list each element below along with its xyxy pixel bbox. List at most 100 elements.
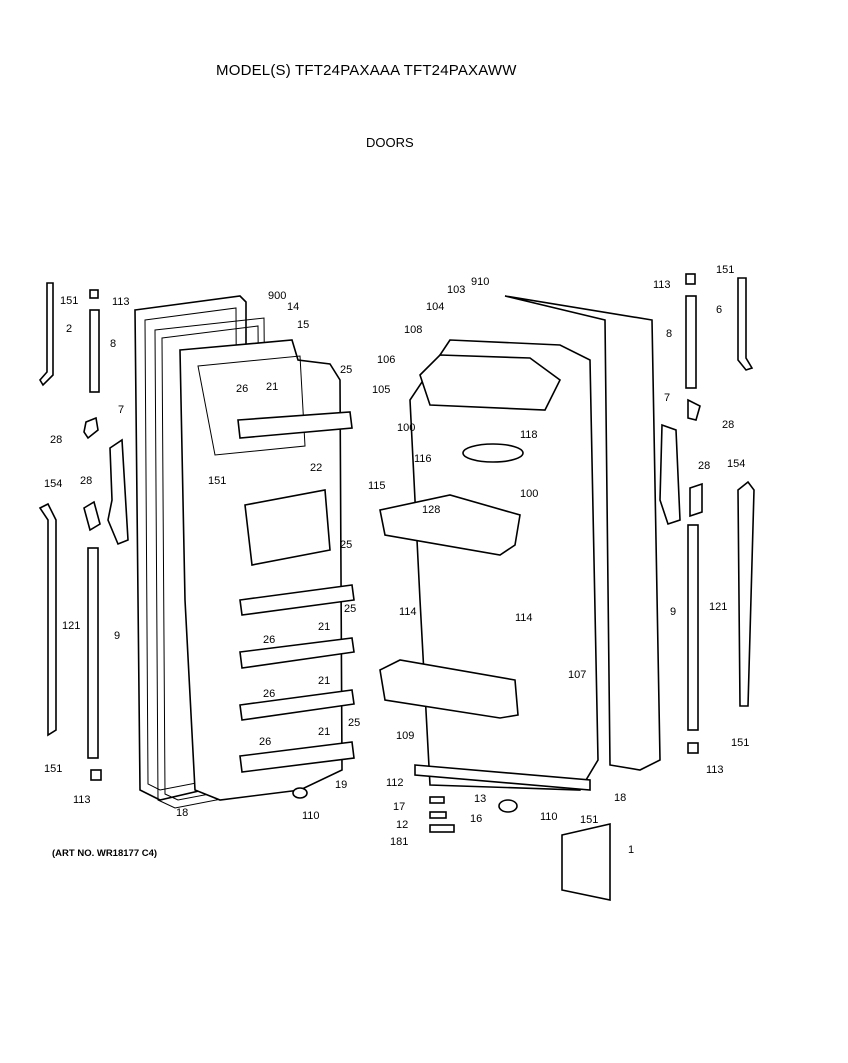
callout-121: 121 <box>62 620 80 632</box>
callout-116: 116 <box>414 453 432 465</box>
right-bracket-8 <box>685 295 697 389</box>
callout-108: 108 <box>404 324 422 336</box>
callout-181: 181 <box>390 836 408 848</box>
left-shelf-21-d <box>239 689 355 721</box>
callout-121: 121 <box>709 601 727 613</box>
callout-28: 28 <box>722 419 734 431</box>
callout-21: 21 <box>266 381 278 393</box>
callout-115: 115 <box>368 480 386 492</box>
callout-128: 128 <box>422 504 440 516</box>
left-shelf-21-b <box>239 584 355 616</box>
right-card-1 <box>561 822 611 901</box>
callout-8: 8 <box>110 338 116 350</box>
right-base-112 <box>414 764 591 791</box>
left-clip-113 <box>89 289 99 299</box>
callout-1: 1 <box>628 844 634 856</box>
left-handle-7 <box>107 438 129 546</box>
callout-154: 154 <box>44 478 62 490</box>
callout-18: 18 <box>176 807 188 819</box>
right-clip-113-bottom <box>687 742 699 754</box>
left-panel-22 <box>244 489 331 566</box>
callout-25: 25 <box>340 364 352 376</box>
callout-25: 25 <box>340 539 352 551</box>
callout-26: 26 <box>236 383 248 395</box>
left-shelf-21-c <box>239 637 355 669</box>
right-bin-109 <box>379 659 519 719</box>
callout-151: 151 <box>208 475 226 487</box>
callout-110: 110 <box>302 810 320 822</box>
callout-151: 151 <box>731 737 749 749</box>
callout-12: 12 <box>396 819 408 831</box>
right-hinge-parts-13-16 <box>429 796 455 833</box>
right-clip-113-top <box>685 273 696 285</box>
callout-18: 18 <box>614 792 626 804</box>
diagram-title: MODEL(S) TFT24PAXAAA TFT24PAXAWW <box>216 62 517 79</box>
callout-26: 26 <box>259 736 271 748</box>
callout-26: 26 <box>263 688 275 700</box>
callout-107: 107 <box>568 669 586 681</box>
right-trim-121 <box>737 480 755 707</box>
callout-28: 28 <box>50 434 62 446</box>
callout-6: 6 <box>716 304 722 316</box>
callout-21: 21 <box>318 675 330 687</box>
art-number: (ART NO. WR18177 C4) <box>52 848 158 859</box>
callout-113: 113 <box>706 764 724 776</box>
callout-106: 106 <box>377 354 395 366</box>
callout-113: 113 <box>112 296 130 308</box>
callout-114: 114 <box>399 606 417 618</box>
right-dispenser-118 <box>462 443 524 463</box>
left-hinge-28-top <box>83 416 99 440</box>
callout-25: 25 <box>348 717 360 729</box>
callout-100: 100 <box>520 488 538 500</box>
callout-16: 16 <box>470 813 482 825</box>
callout-7: 7 <box>118 404 124 416</box>
left-shelf-21-top <box>237 411 353 439</box>
callout-103: 103 <box>447 284 465 296</box>
callout-109: 109 <box>396 730 414 742</box>
left-clip-113-bottom <box>90 769 102 781</box>
left-trim-strip-2 <box>39 282 54 387</box>
right-trim-6 <box>737 277 754 371</box>
left-hinge-28-mid <box>83 500 101 532</box>
left-part-110 <box>292 787 308 799</box>
callout-8: 8 <box>666 328 672 340</box>
callout-17: 17 <box>393 801 405 813</box>
callout-104: 104 <box>426 301 444 313</box>
callout-118: 118 <box>520 429 538 441</box>
callout-151: 151 <box>44 763 62 775</box>
right-bracket-9 <box>687 524 699 731</box>
callout-113: 113 <box>73 794 91 806</box>
right-bin-115 <box>379 494 521 556</box>
callout-154: 154 <box>727 458 745 470</box>
callout-900: 900 <box>268 290 286 302</box>
callout-110: 110 <box>540 811 558 823</box>
callout-7: 7 <box>664 392 670 404</box>
left-hinge-bracket-8 <box>89 309 100 393</box>
right-door-outer-panel <box>504 295 661 771</box>
right-hinge-28-mid <box>689 482 703 518</box>
right-top-cover-106 <box>419 354 562 411</box>
left-door-liner <box>179 339 343 801</box>
callout-151: 151 <box>716 264 734 276</box>
callout-28: 28 <box>80 475 92 487</box>
callout-113: 113 <box>653 279 671 291</box>
callout-9: 9 <box>670 606 676 618</box>
callout-100: 100 <box>397 422 415 434</box>
callout-21: 21 <box>318 621 330 633</box>
callout-2: 2 <box>66 323 72 335</box>
callout-105: 105 <box>372 384 390 396</box>
callout-13: 13 <box>474 793 486 805</box>
callout-14: 14 <box>287 301 299 313</box>
right-handle-7 <box>659 423 681 526</box>
left-shelf-21-e <box>239 741 355 773</box>
callout-112: 112 <box>386 777 404 789</box>
left-trim-121 <box>38 502 57 737</box>
callout-151: 151 <box>580 814 598 826</box>
callout-26: 26 <box>263 634 275 646</box>
diagram-subtitle: DOORS <box>366 135 414 150</box>
callout-21: 21 <box>318 726 330 738</box>
callout-151: 151 <box>60 295 78 307</box>
right-hinge-28-top <box>687 398 701 421</box>
callout-9: 9 <box>114 630 120 642</box>
